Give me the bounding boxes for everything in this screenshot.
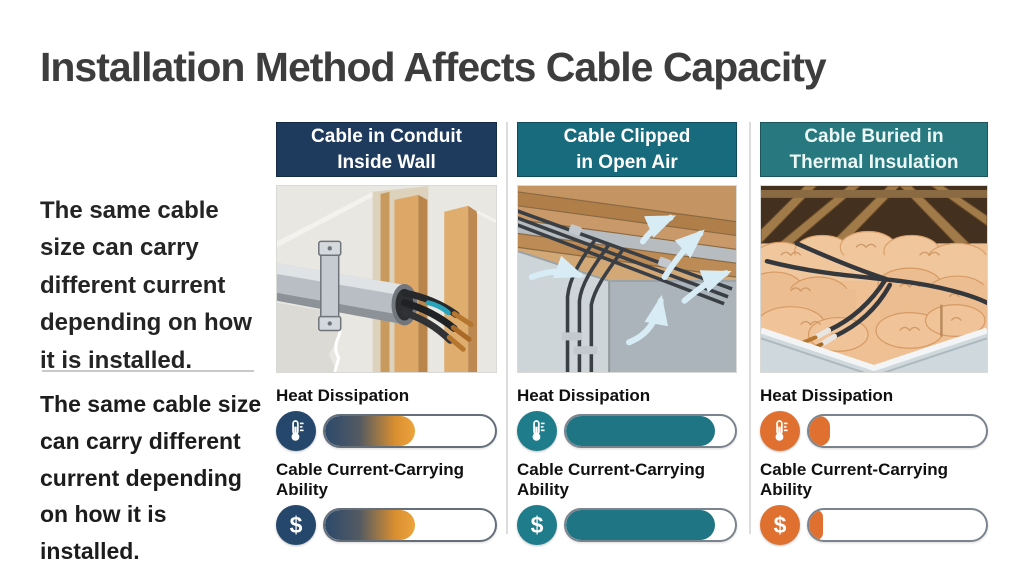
current-ability-row: $ (517, 505, 737, 545)
conduit-wall-illustration (276, 185, 497, 373)
open-air-ceiling-illustration (517, 185, 737, 373)
current-bar-fill (566, 510, 715, 540)
thermometer-icon (276, 411, 316, 451)
thermometer-icon (517, 411, 557, 451)
dollar-icon: $ (276, 505, 316, 545)
heat-dissipation-label: Heat Dissipation (760, 386, 894, 405)
panel-header-open-air: Cable Clipped in Open Air (517, 122, 737, 177)
heat-bar-fill (566, 416, 715, 446)
intro-text-bottom: The same cable size can carry different … (40, 391, 262, 565)
header-line1: Cable Buried in (804, 126, 944, 148)
dollar-icon: $ (760, 505, 800, 545)
panel-cable-in-conduit: Cable in Conduit Inside Wall (276, 122, 497, 552)
dollar-icon: $ (517, 505, 557, 545)
heat-dissipation-label: Heat Dissipation (517, 386, 651, 405)
heat-dissipation-row (760, 411, 988, 451)
current-ability-label: Cable Current-Carrying Ability (760, 460, 948, 499)
header-line2: Thermal Insulation (789, 151, 959, 173)
current-bar-fill (325, 510, 416, 540)
heat-dissipation-label: Heat Dissipation (276, 386, 410, 405)
intro-text-top: The same cable size can carry different … (40, 197, 252, 374)
current-ability-row: $ (760, 505, 988, 545)
current-ability-label: Cable Current-Carrying Ability (276, 460, 464, 499)
current-bar-track (807, 508, 988, 542)
intro-divider (42, 370, 254, 372)
heat-bar-fill (809, 416, 831, 446)
panel-header-insulation: Cable Buried in Thermal Insulation (760, 122, 988, 177)
heat-dissipation-row (517, 411, 737, 451)
panel-cable-clipped-open-air: Cable Clipped in Open Air (517, 122, 737, 552)
insulation-attic-illustration (760, 185, 988, 373)
header-line1: Cable Clipped (563, 126, 691, 148)
heat-bar-track (564, 414, 737, 448)
panel-header-conduit: Cable in Conduit Inside Wall (276, 122, 497, 177)
thermometer-icon (760, 411, 800, 451)
current-bar-track (564, 508, 737, 542)
header-line1: Cable in Conduit (311, 126, 462, 148)
header-line2: Inside Wall (337, 151, 436, 173)
panel-divider-1 (506, 122, 508, 534)
current-bar-track (323, 508, 497, 542)
heat-bar-track (807, 414, 988, 448)
current-ability-row: $ (276, 505, 497, 545)
panel-cable-buried-insulation: Cable Buried in Thermal Insulation (760, 122, 988, 552)
heat-bar-fill (325, 416, 416, 446)
page-title: Installation Method Affects Cable Capaci… (40, 44, 827, 90)
header-line2: in Open Air (576, 151, 678, 173)
current-bar-fill (809, 510, 824, 540)
heat-dissipation-row (276, 411, 497, 451)
heat-bar-track (323, 414, 497, 448)
current-ability-label: Cable Current-Carrying Ability (517, 460, 705, 499)
panel-divider-2 (749, 122, 751, 534)
